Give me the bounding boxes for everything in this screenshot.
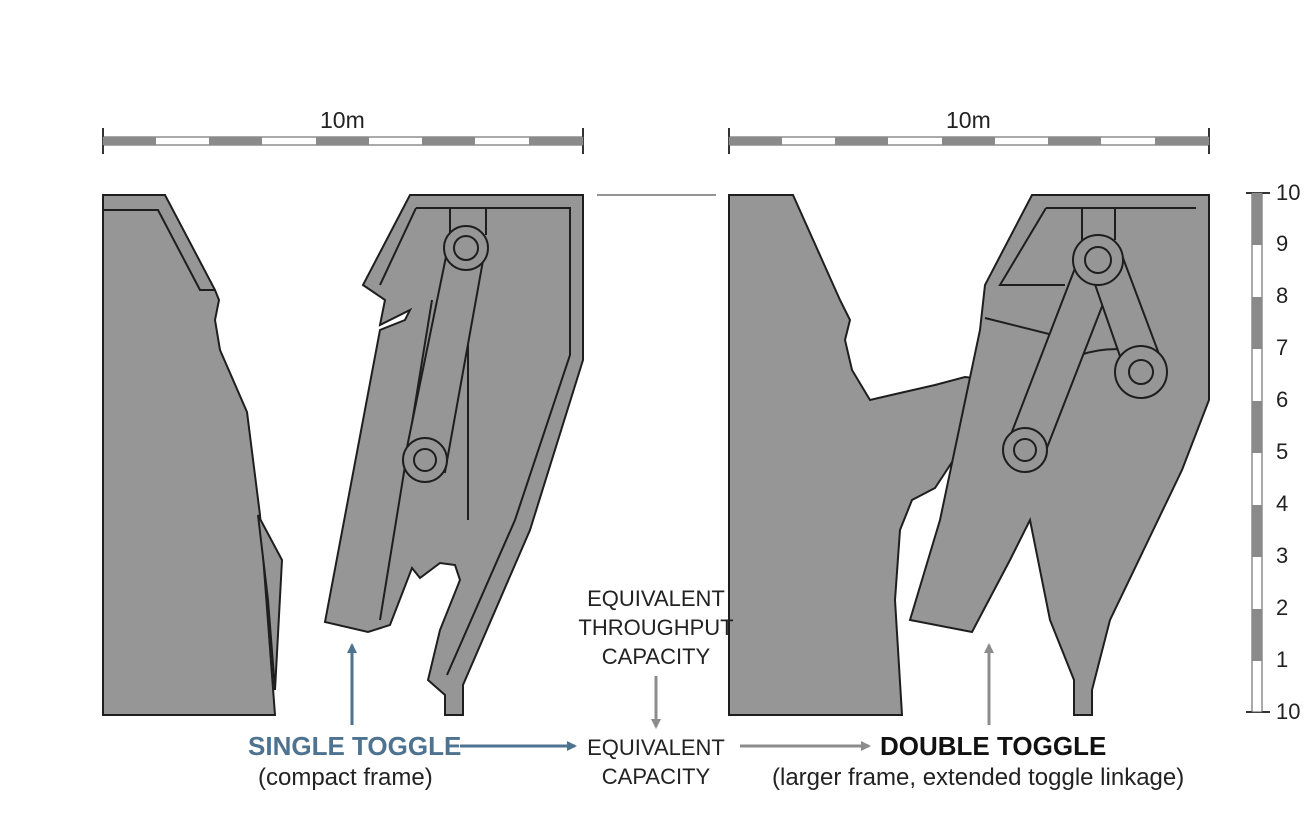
throughput-line-2: THROUGHPUT (578, 615, 734, 640)
scale-label-left: 10m (320, 107, 365, 133)
vertical-tick-label: 6 (1276, 387, 1289, 412)
scale-label-right: 10m (946, 107, 991, 133)
capacity-line-1: EQUIVALENT (587, 735, 725, 760)
double-toggle-subtitle: (larger frame, extended toggle linkage) (772, 764, 1185, 791)
vertical-tick-label: 8 (1276, 283, 1289, 308)
double-toggle-title: DOUBLE TOGGLE (880, 731, 1107, 761)
vertical-tick-label: 4 (1276, 491, 1289, 516)
capacity-label: EQUIVALENT CAPACITY (566, 733, 746, 791)
double-fixed-frame (728, 194, 992, 716)
vertical-tick-label: 9 (1276, 231, 1289, 256)
scale-bar-left (102, 128, 584, 154)
single-toggle-title: SINGLE TOGGLE (248, 731, 462, 761)
vertical-tick-label: 3 (1276, 543, 1289, 568)
double-swing-jaw-frame (908, 194, 1210, 716)
vertical-tick-label: 5 (1276, 439, 1289, 464)
scale-bar-right (728, 128, 1210, 154)
single-jaw-plate (257, 514, 284, 691)
vertical-tick-label: 7 (1276, 335, 1289, 360)
throughput-line-3: CAPACITY (601, 644, 711, 669)
vertical-tick-label: 2 (1276, 595, 1289, 620)
throughput-label: EQUIVALENT THROUGHPUT CAPACITY (556, 584, 756, 671)
double-toggle-crusher (728, 194, 1210, 716)
single-toggle-subtitle: (compact frame) (258, 764, 433, 791)
single-toggle-crusher (102, 194, 584, 716)
single-swing-jaw-frame (323, 194, 584, 716)
capacity-line-2: CAPACITY (601, 764, 711, 789)
vertical-tick-label: 10 (1276, 180, 1301, 205)
vertical-scale-bar (1246, 192, 1270, 713)
single-fixed-jaw (102, 194, 277, 716)
vertical-tick-label: 10 (1276, 699, 1301, 724)
vertical-tick-label: 1 (1276, 647, 1289, 672)
throughput-line-1: EQUIVALENT (587, 586, 725, 611)
